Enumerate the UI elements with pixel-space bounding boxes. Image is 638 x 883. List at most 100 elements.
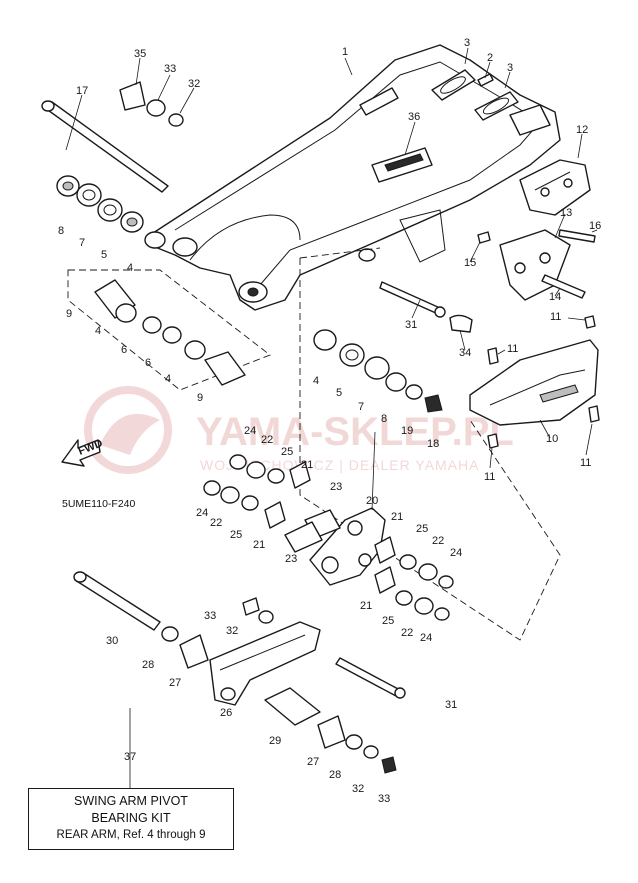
- callout-16: 16: [589, 220, 601, 232]
- callout-4: 4: [165, 373, 171, 385]
- kit-line-1: SWING ARM PIVOT: [74, 794, 188, 808]
- callout-28: 28: [142, 659, 154, 671]
- watermark-title: YAMA-SKLEP.PL: [196, 410, 514, 454]
- chain-slider-blocks: [431, 69, 519, 121]
- chain-support-10: [469, 315, 600, 449]
- callout-11: 11: [507, 343, 518, 355]
- callout-22: 22: [210, 517, 222, 529]
- callout-6: 6: [121, 344, 127, 356]
- pivot-shaft-17: [41, 100, 169, 193]
- callout-19: 19: [401, 425, 413, 437]
- callout-1: 1: [342, 46, 348, 58]
- callout-12: 12: [576, 124, 588, 136]
- callout-24: 24: [244, 425, 256, 437]
- callout-27: 27: [169, 677, 181, 689]
- callout-34: 34: [459, 347, 471, 359]
- relay-arm-20: [309, 507, 386, 586]
- callout-18: 18: [427, 438, 439, 450]
- callout-24: 24: [196, 507, 208, 519]
- top-bushing-stack: [119, 81, 184, 127]
- watermark: YAMA-SKLEP.PL WOJCIECHOWICZ | DEALER YAM…: [84, 386, 514, 474]
- callout-11: 11: [484, 471, 495, 483]
- callout-22: 22: [401, 627, 413, 639]
- diagram-code: 5UME110-F240: [62, 498, 136, 510]
- callout-32: 32: [226, 625, 238, 637]
- callout-6: 6: [145, 357, 151, 369]
- callout-7: 7: [358, 401, 364, 413]
- leader-lines: [65, 47, 598, 788]
- callout-3: 3: [507, 62, 513, 74]
- bolts-14-15-16: [477, 229, 596, 299]
- callout-37: 37: [124, 751, 136, 763]
- callout-11: 11: [580, 457, 591, 469]
- callout-21: 21: [253, 539, 265, 551]
- callout-22: 22: [432, 535, 444, 547]
- callout-labels: 1 2 3 3 35 33 32 17 36 12 13 16 15 14 8 …: [58, 37, 601, 805]
- callout-10: 10: [546, 433, 558, 445]
- callout-9: 9: [66, 308, 72, 320]
- callout-25: 25: [416, 523, 428, 535]
- kit-box: SWING ARM PIVOT BEARING KIT REAR ARM, Re…: [28, 788, 234, 850]
- callout-20: 20: [366, 495, 378, 507]
- right-bearing-stack: [313, 329, 443, 413]
- callout-33: 33: [164, 63, 176, 75]
- callout-14: 14: [549, 291, 561, 303]
- callout-5: 5: [336, 387, 342, 399]
- callout-36: 36: [408, 111, 420, 123]
- callout-24: 24: [450, 547, 462, 559]
- callout-23: 23: [330, 481, 342, 493]
- connecting-rod-26: [209, 621, 321, 706]
- callout-21: 21: [301, 459, 313, 471]
- callout-11: 11: [550, 311, 561, 323]
- callout-27: 27: [307, 756, 319, 768]
- callout-28: 28: [329, 769, 341, 781]
- callout-8: 8: [58, 225, 64, 237]
- kit-line-2: BEARING KIT: [91, 811, 171, 825]
- callout-33: 33: [378, 793, 390, 805]
- callout-35: 35: [134, 48, 146, 60]
- callout-5: 5: [101, 249, 107, 261]
- callout-30: 30: [106, 635, 118, 647]
- sticker-36: [371, 147, 433, 183]
- callout-13: 13: [560, 207, 572, 219]
- linkage-assembly-outline: [299, 247, 561, 641]
- callout-25: 25: [281, 446, 293, 458]
- callout-21: 21: [360, 600, 372, 612]
- callout-3: 3: [464, 37, 470, 49]
- chain-guide-bracket-12: [519, 159, 591, 216]
- callout-4: 4: [127, 262, 133, 274]
- callout-22: 22: [261, 434, 273, 446]
- callout-25: 25: [230, 529, 242, 541]
- swing-arm: [144, 44, 561, 311]
- callout-17: 17: [76, 85, 88, 97]
- inner-bearing-stack: [67, 269, 271, 391]
- callout-9: 9: [197, 392, 203, 404]
- callout-33: 33: [204, 610, 216, 622]
- callout-26: 26: [220, 707, 232, 719]
- callout-25: 25: [382, 615, 394, 627]
- callout-31: 31: [445, 699, 457, 711]
- bolt-31-lower: [335, 657, 406, 699]
- callout-15: 15: [464, 257, 476, 269]
- callout-4: 4: [313, 375, 319, 387]
- callout-32: 32: [352, 783, 364, 795]
- bolt-30: [73, 571, 161, 631]
- callout-2: 2: [487, 52, 493, 64]
- relay-bearings-left: [203, 454, 341, 553]
- callout-4: 4: [95, 325, 101, 337]
- watermark-subtitle: WOJCIECHOWICZ | DEALER YAMAHA: [200, 457, 479, 473]
- kit-line-3: REAR ARM, Ref. 4 through 9: [56, 829, 206, 841]
- relay-bearings-right: [374, 536, 454, 621]
- link-spacers: [161, 597, 397, 774]
- callout-29: 29: [269, 735, 281, 747]
- callout-8: 8: [381, 413, 387, 425]
- callout-24: 24: [420, 632, 432, 644]
- callout-32: 32: [188, 78, 200, 90]
- bolt-31-upper: [379, 281, 473, 333]
- callout-7: 7: [79, 237, 85, 249]
- callout-23: 23: [285, 553, 297, 565]
- callout-21: 21: [391, 511, 403, 523]
- left-bearing-stack: [56, 175, 144, 233]
